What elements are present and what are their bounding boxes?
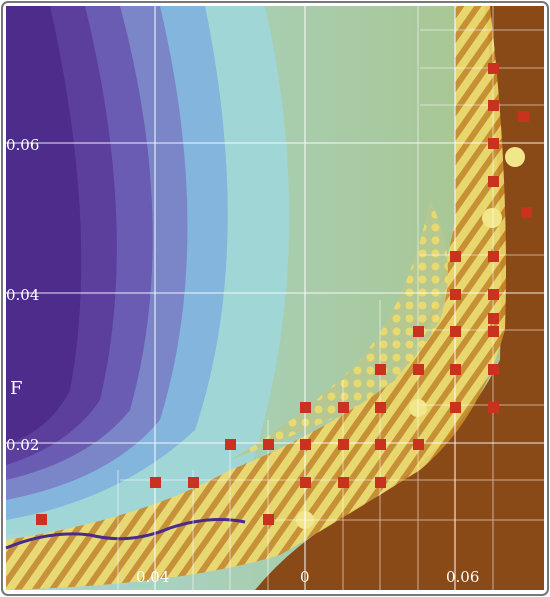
- data-marker: [450, 402, 461, 413]
- data-marker: [375, 364, 386, 375]
- data-marker: [300, 402, 311, 413]
- data-marker: [413, 364, 424, 375]
- data-marker: [518, 111, 529, 122]
- data-marker: [488, 251, 499, 262]
- data-marker: [375, 402, 386, 413]
- data-marker: [450, 326, 461, 337]
- data-marker: [263, 439, 274, 450]
- data-marker: [488, 364, 499, 375]
- data-marker: [150, 477, 161, 488]
- data-marker: [450, 251, 461, 262]
- data-marker: [521, 207, 532, 218]
- data-marker: [450, 289, 461, 300]
- wave-stripe: [5, 518, 246, 550]
- data-marker: [263, 514, 274, 525]
- data-marker: [488, 326, 499, 337]
- data-marker: [488, 402, 499, 413]
- data-marker: [36, 514, 47, 525]
- data-marker: [488, 289, 499, 300]
- data-marker: [188, 477, 199, 488]
- data-marker: [338, 477, 349, 488]
- y-tick-label: 0.04: [6, 286, 39, 304]
- data-marker: [300, 439, 311, 450]
- blob: [482, 208, 502, 228]
- data-marker: [413, 439, 424, 450]
- data-marker: [338, 439, 349, 450]
- data-marker: [225, 439, 236, 450]
- y-tick-label: 0.02: [6, 436, 39, 454]
- y-axis-label: F: [10, 378, 23, 399]
- blob: [505, 147, 525, 167]
- data-marker: [450, 364, 461, 375]
- y-tick-label: 0.06: [6, 136, 39, 154]
- x-tick-label: 0.04: [136, 568, 169, 586]
- markers: [36, 63, 532, 525]
- data-marker: [488, 138, 499, 149]
- data-marker: [300, 477, 311, 488]
- data-marker: [488, 63, 499, 74]
- data-marker: [488, 176, 499, 187]
- x-tick-label: 0.06: [446, 568, 479, 586]
- purple-region-4: [6, 6, 82, 445]
- dark-region: [255, 6, 544, 590]
- data-marker: [413, 326, 424, 337]
- data-marker: [375, 439, 386, 450]
- x-tick-label: 0: [300, 568, 310, 586]
- plot-area: 0.06 0.04 0.02 F 0.04 0 0.06: [5, 6, 544, 590]
- data-marker: [488, 313, 499, 324]
- data-marker: [488, 100, 499, 111]
- grid: [6, 6, 544, 590]
- data-marker: [375, 477, 386, 488]
- data-marker: [338, 402, 349, 413]
